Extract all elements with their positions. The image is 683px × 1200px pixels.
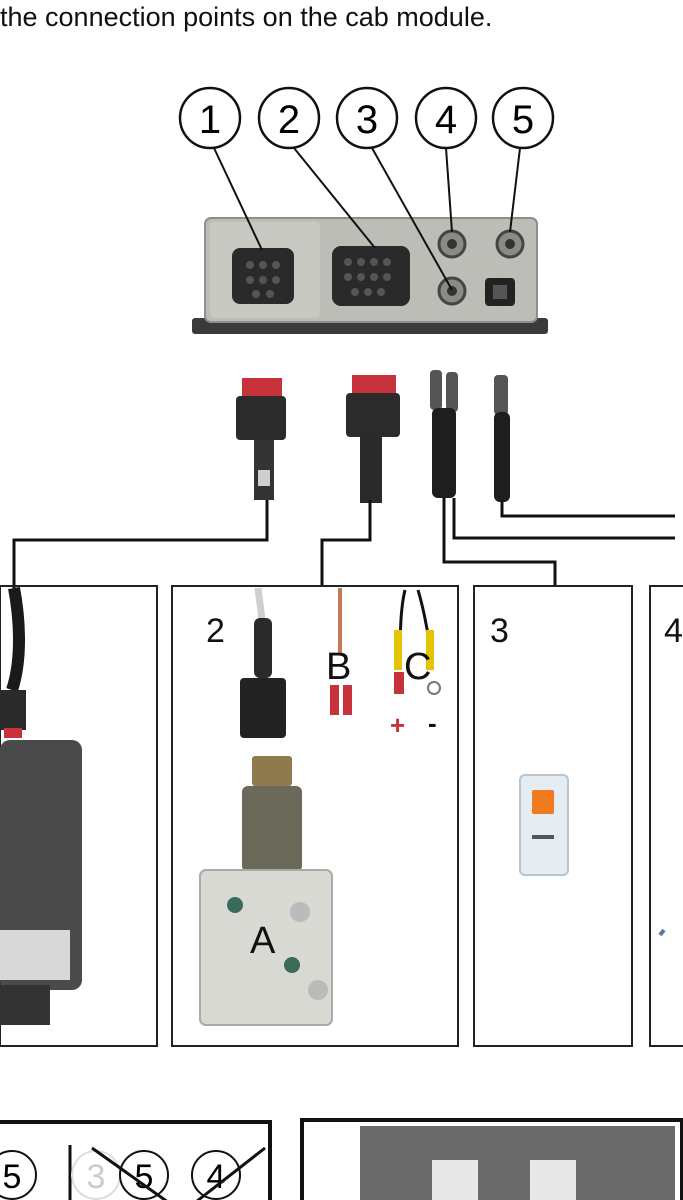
bottom-left-frame [0, 1120, 272, 1200]
callout-1-label: 1 [199, 98, 221, 142]
panel-2 [171, 585, 459, 1047]
panel-4-number: 4 [664, 612, 683, 650]
label-b: B [326, 646, 352, 688]
panel-1 [0, 585, 158, 1047]
round-cable-connectors [430, 370, 510, 502]
bottom-num-2: 3 [87, 1158, 106, 1196]
panel-4-partial-image [658, 928, 666, 937]
callout-leaders [213, 147, 521, 291]
panel-3-number: 3 [490, 612, 509, 650]
bottom-num-1: 5 [3, 1158, 22, 1196]
panel-3 [473, 585, 633, 1047]
polarity-minus: - [428, 708, 437, 738]
control-unit-image [0, 586, 82, 1025]
callout-2-label: 2 [278, 98, 300, 142]
panel-2-number: 2 [206, 612, 225, 650]
bottom-num-3: 5 [135, 1158, 154, 1196]
callout-1: 1 [178, 86, 242, 150]
wire-c [394, 589, 441, 695]
valve-assembly [199, 587, 333, 1026]
callout-3-label: 3 [356, 98, 378, 142]
plug-connector-1 [236, 378, 286, 500]
callout-4: 4 [414, 86, 478, 150]
callout-5: 5 [491, 86, 555, 150]
callout-4-label: 4 [435, 98, 457, 142]
polarity-plus: + [390, 710, 406, 740]
callout-2: 2 [257, 86, 321, 150]
rocker-switch [519, 774, 569, 876]
caption-text: the connection points on the cab module. [0, 2, 493, 32]
label-a: A [250, 920, 276, 962]
cab-module [192, 217, 548, 334]
callout-5-label: 5 [512, 98, 534, 142]
wiring-lines [12, 498, 675, 588]
bottom-right-frame [300, 1118, 683, 1200]
plug-connector-2 [346, 375, 400, 503]
bottom-left-callouts: 5 3 5 4 [0, 1145, 266, 1200]
callout-3: 3 [335, 86, 399, 150]
bottom-num-4: 4 [207, 1158, 226, 1196]
panel-4 [649, 585, 683, 1047]
label-c: C [404, 646, 432, 688]
wire-b [330, 588, 352, 715]
